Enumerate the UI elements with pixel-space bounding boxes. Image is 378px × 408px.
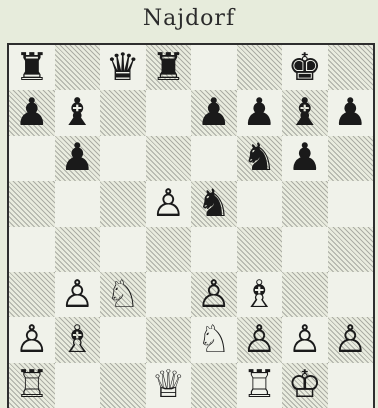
square-e7[interactable]: ♟ <box>191 90 237 135</box>
black-pawn-icon[interactable]: ♟ <box>60 138 94 176</box>
square-g8[interactable]: ♚ <box>282 45 328 90</box>
black-knight-icon[interactable]: ♞ <box>242 138 276 176</box>
square-b2[interactable]: ♗ <box>55 317 101 362</box>
square-c6[interactable] <box>100 136 146 181</box>
black-queen-icon[interactable]: ♛ <box>106 48 140 86</box>
square-d3[interactable] <box>146 272 192 317</box>
square-d8[interactable]: ♜ <box>146 45 192 90</box>
black-knight-icon[interactable]: ♞ <box>197 184 231 222</box>
square-d6[interactable] <box>146 136 192 181</box>
square-a5[interactable] <box>9 181 55 226</box>
square-g1[interactable]: ♔ <box>282 363 328 408</box>
square-a3[interactable] <box>9 272 55 317</box>
square-f6[interactable]: ♞ <box>237 136 283 181</box>
black-pawn-icon[interactable]: ♟ <box>242 93 276 131</box>
square-g6[interactable]: ♟ <box>282 136 328 181</box>
black-pawn-icon[interactable]: ♟ <box>197 93 231 131</box>
black-pawn-icon[interactable]: ♟ <box>15 93 49 131</box>
white-rook-icon[interactable]: ♖ <box>15 365 49 403</box>
white-pawn-icon[interactable]: ♙ <box>288 320 322 358</box>
square-d1[interactable]: ♕ <box>146 363 192 408</box>
white-rook-icon[interactable]: ♖ <box>242 365 276 403</box>
square-f7[interactable]: ♟ <box>237 90 283 135</box>
square-a2[interactable]: ♙ <box>9 317 55 362</box>
square-d7[interactable] <box>146 90 192 135</box>
black-bishop-icon[interactable]: ♝ <box>288 93 322 131</box>
square-a7[interactable]: ♟ <box>9 90 55 135</box>
square-a6[interactable] <box>9 136 55 181</box>
square-b1[interactable] <box>55 363 101 408</box>
square-h1[interactable] <box>328 363 374 408</box>
square-b8[interactable] <box>55 45 101 90</box>
square-e6[interactable] <box>191 136 237 181</box>
square-c3[interactable]: ♘ <box>100 272 146 317</box>
square-h4[interactable] <box>328 227 374 272</box>
white-pawn-icon[interactable]: ♙ <box>15 320 49 358</box>
black-rook-icon[interactable]: ♜ <box>15 48 49 86</box>
square-e5[interactable]: ♞ <box>191 181 237 226</box>
square-b5[interactable] <box>55 181 101 226</box>
square-f2[interactable]: ♙ <box>237 317 283 362</box>
square-h6[interactable] <box>328 136 374 181</box>
square-d4[interactable] <box>146 227 192 272</box>
white-knight-icon[interactable]: ♘ <box>197 320 231 358</box>
square-g2[interactable]: ♙ <box>282 317 328 362</box>
white-bishop-icon[interactable]: ♗ <box>60 320 94 358</box>
square-f1[interactable]: ♖ <box>237 363 283 408</box>
square-e1[interactable] <box>191 363 237 408</box>
square-g3[interactable] <box>282 272 328 317</box>
square-b4[interactable] <box>55 227 101 272</box>
square-g4[interactable] <box>282 227 328 272</box>
white-king-icon[interactable]: ♔ <box>288 365 322 403</box>
square-f5[interactable] <box>237 181 283 226</box>
black-rook-icon[interactable]: ♜ <box>151 48 185 86</box>
square-h7[interactable]: ♟ <box>328 90 374 135</box>
square-b6[interactable]: ♟ <box>55 136 101 181</box>
square-c8[interactable]: ♛ <box>100 45 146 90</box>
square-c2[interactable] <box>100 317 146 362</box>
white-pawn-icon[interactable]: ♙ <box>333 320 367 358</box>
chess-board: ♜ ♛ ♜ ♚ ♟ ♝ ♟ ♟ ♝ ♟ ♟ ♞ ♟ ♙ ♞ ♙ ♘ ♙ ♗ ♙ ♗ ♘ ♙ ♙ ♙ ♖ ♕ ♖ ♔ <box>7 43 375 408</box>
square-h3[interactable] <box>328 272 374 317</box>
square-e3[interactable]: ♙ <box>191 272 237 317</box>
square-a8[interactable]: ♜ <box>9 45 55 90</box>
white-pawn-icon[interactable]: ♙ <box>151 184 185 222</box>
white-pawn-icon[interactable]: ♙ <box>60 275 94 313</box>
square-f8[interactable] <box>237 45 283 90</box>
square-h5[interactable] <box>328 181 374 226</box>
black-pawn-icon[interactable]: ♟ <box>333 93 367 131</box>
black-king-icon[interactable]: ♚ <box>288 48 322 86</box>
square-h2[interactable]: ♙ <box>328 317 374 362</box>
white-bishop-icon[interactable]: ♗ <box>242 275 276 313</box>
square-f4[interactable] <box>237 227 283 272</box>
white-pawn-icon[interactable]: ♙ <box>242 320 276 358</box>
square-a4[interactable] <box>9 227 55 272</box>
white-knight-icon[interactable]: ♘ <box>106 275 140 313</box>
square-f3[interactable]: ♗ <box>237 272 283 317</box>
square-a1[interactable]: ♖ <box>9 363 55 408</box>
square-b3[interactable]: ♙ <box>55 272 101 317</box>
square-g5[interactable] <box>282 181 328 226</box>
diagram-title: Najdorf <box>0 6 378 31</box>
black-pawn-icon[interactable]: ♟ <box>288 138 322 176</box>
white-pawn-icon[interactable]: ♙ <box>197 275 231 313</box>
square-d2[interactable] <box>146 317 192 362</box>
square-h8[interactable] <box>328 45 374 90</box>
square-d5[interactable]: ♙ <box>146 181 192 226</box>
square-e8[interactable] <box>191 45 237 90</box>
square-e2[interactable]: ♘ <box>191 317 237 362</box>
black-bishop-icon[interactable]: ♝ <box>60 93 94 131</box>
square-g7[interactable]: ♝ <box>282 90 328 135</box>
square-c5[interactable] <box>100 181 146 226</box>
square-b7[interactable]: ♝ <box>55 90 101 135</box>
square-e4[interactable] <box>191 227 237 272</box>
white-queen-icon[interactable]: ♕ <box>151 365 185 403</box>
square-c7[interactable] <box>100 90 146 135</box>
square-c1[interactable] <box>100 363 146 408</box>
square-c4[interactable] <box>100 227 146 272</box>
